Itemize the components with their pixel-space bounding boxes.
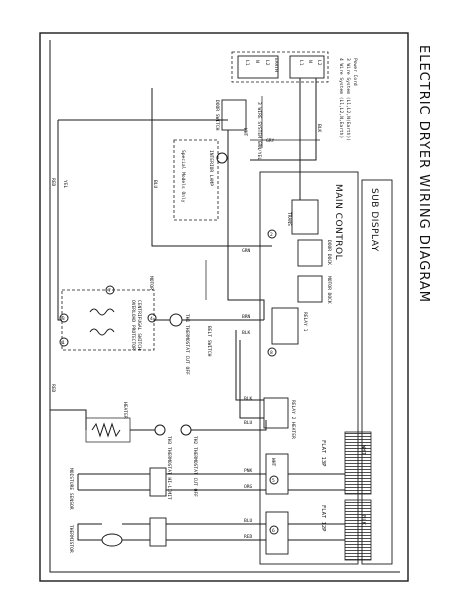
diagram-title: ELECTRIC DRYER WIRING DIAGRAM bbox=[416, 45, 431, 303]
th1-thermostat-icon bbox=[169, 313, 183, 327]
wire-pnk: PNK bbox=[244, 468, 253, 474]
main-control-label: MAIN CONTROL bbox=[333, 184, 343, 260]
thermistor-connector bbox=[149, 517, 167, 547]
power-term-6: L2 bbox=[316, 60, 322, 66]
special-model-label: Special Models Only bbox=[180, 150, 186, 203]
pin-6: 6 bbox=[272, 528, 275, 534]
flat12p-label: FLAT 12P bbox=[320, 505, 326, 532]
relay2-label: RELAY 2 HEATER bbox=[290, 400, 296, 439]
pin-2: 2 bbox=[270, 232, 273, 238]
connector-wht-upper bbox=[265, 453, 289, 495]
power-term-1: L1 bbox=[244, 60, 250, 66]
pin-4: 4 bbox=[150, 316, 153, 322]
wire-blu-3: BLU bbox=[244, 518, 253, 524]
trans-block bbox=[291, 199, 319, 235]
th2-label: TH2 THERMOSTAT CUT OFF bbox=[192, 436, 198, 497]
power-terminals-3wire bbox=[237, 55, 279, 79]
thermistor-label: THERMISTOR bbox=[68, 525, 74, 553]
wire-red-1: RED bbox=[50, 178, 56, 187]
overload-label: OVERLOAD PROTECTOR bbox=[130, 300, 136, 350]
door-dock bbox=[297, 239, 323, 267]
wire-wht-1: WHT bbox=[242, 128, 248, 137]
th3-label: TH3 THERMOSTAT HI-LIMIT bbox=[166, 436, 172, 500]
wire-gry: GRY bbox=[266, 138, 275, 144]
th2-icon bbox=[180, 424, 192, 436]
legend-power-cord: Power Cord bbox=[352, 58, 358, 86]
pin-markers bbox=[59, 229, 279, 535]
centrifugal-label: CENTRIFUGAL SWITCH bbox=[136, 300, 142, 350]
pin-5: 5 bbox=[272, 478, 275, 484]
motor-dock bbox=[297, 275, 323, 303]
door-switch-label: DOOR SWITCH bbox=[214, 100, 220, 131]
wire-org: ORG bbox=[244, 484, 253, 490]
wire-traces bbox=[49, 40, 400, 573]
heater-coil bbox=[91, 422, 121, 438]
flat13p-label: FLAT 13P bbox=[320, 440, 326, 467]
pin-8: 8 bbox=[270, 350, 273, 356]
motor-coil-1 bbox=[89, 308, 115, 316]
sub-display-label: SUB DISPLAY bbox=[369, 188, 379, 252]
pin-7: 7 bbox=[108, 288, 111, 294]
power-term-4: L1 bbox=[298, 60, 304, 66]
wire-system-note: 3 WIRE SYSTEM GRN/YEL bbox=[256, 102, 262, 160]
th1-label: TH1 THERMOSTAT CUT OFF bbox=[184, 314, 190, 375]
legend-4wire: 4 Wire System (L1,L2,N,Earth) bbox=[338, 58, 344, 138]
earth-label: EARTH bbox=[273, 58, 279, 72]
wire-yel: YEL bbox=[62, 180, 68, 189]
wire-grn: GRN bbox=[242, 248, 251, 254]
power-term-3: L2 bbox=[264, 60, 270, 66]
flat13p-whi: WHI bbox=[360, 445, 366, 455]
main-control-box bbox=[259, 171, 359, 565]
pin-3: 3 bbox=[62, 316, 65, 322]
interior-lamp-label: INTERIOR LAMP bbox=[208, 150, 214, 186]
wire-blk-3: BLK bbox=[244, 396, 253, 402]
motor-coil-2 bbox=[89, 328, 115, 336]
wire-wht-2: WHT bbox=[270, 458, 276, 467]
belt-switch-label: BELT SWITCH bbox=[206, 326, 212, 357]
wire-blk-2: BLK bbox=[242, 330, 251, 336]
th3-icon bbox=[154, 424, 166, 436]
flat12p-connector bbox=[344, 499, 372, 561]
special-model-box bbox=[173, 139, 219, 221]
legend-3wire: 3 Wire System (L1,L2,N(Earth)) bbox=[345, 58, 351, 141]
wire-blu: BLU bbox=[152, 180, 158, 189]
wire-blk-1: BLK bbox=[316, 124, 322, 133]
wire-red-2: RED bbox=[50, 384, 56, 393]
door-switch bbox=[221, 99, 247, 131]
door-dock-label: DOOR DOCK bbox=[326, 240, 332, 265]
heater-label: HEATER bbox=[122, 402, 128, 419]
relay1-label: RELAY 1 bbox=[302, 312, 308, 332]
moisture-sensor-connector bbox=[149, 467, 167, 497]
moisture-sensor-label: MOISTURE SENSOR bbox=[68, 468, 74, 510]
thermistor-icon bbox=[101, 533, 123, 547]
flat13p-connector bbox=[344, 431, 372, 495]
flat12p-blk: BLK bbox=[360, 515, 366, 526]
power-term-5: N bbox=[307, 60, 313, 63]
wire-red-3: RED bbox=[244, 534, 253, 540]
pin-1: 1 bbox=[62, 340, 65, 346]
relay2-box bbox=[263, 397, 289, 429]
trans-label: TRANS bbox=[286, 212, 292, 226]
relay1-box bbox=[271, 307, 299, 345]
power-term-2: N bbox=[254, 60, 260, 63]
wire-blu-2: BLU bbox=[244, 420, 253, 426]
interior-lamp-icon bbox=[216, 152, 228, 164]
motor-label: MOTOR bbox=[148, 276, 154, 290]
outer-border bbox=[39, 32, 409, 582]
power-cord-block bbox=[231, 51, 329, 83]
power-terminals-4wire bbox=[289, 55, 325, 79]
wire-brn: BRN bbox=[242, 314, 251, 320]
motor-dock-label: MOTOR DOCK bbox=[326, 276, 332, 304]
